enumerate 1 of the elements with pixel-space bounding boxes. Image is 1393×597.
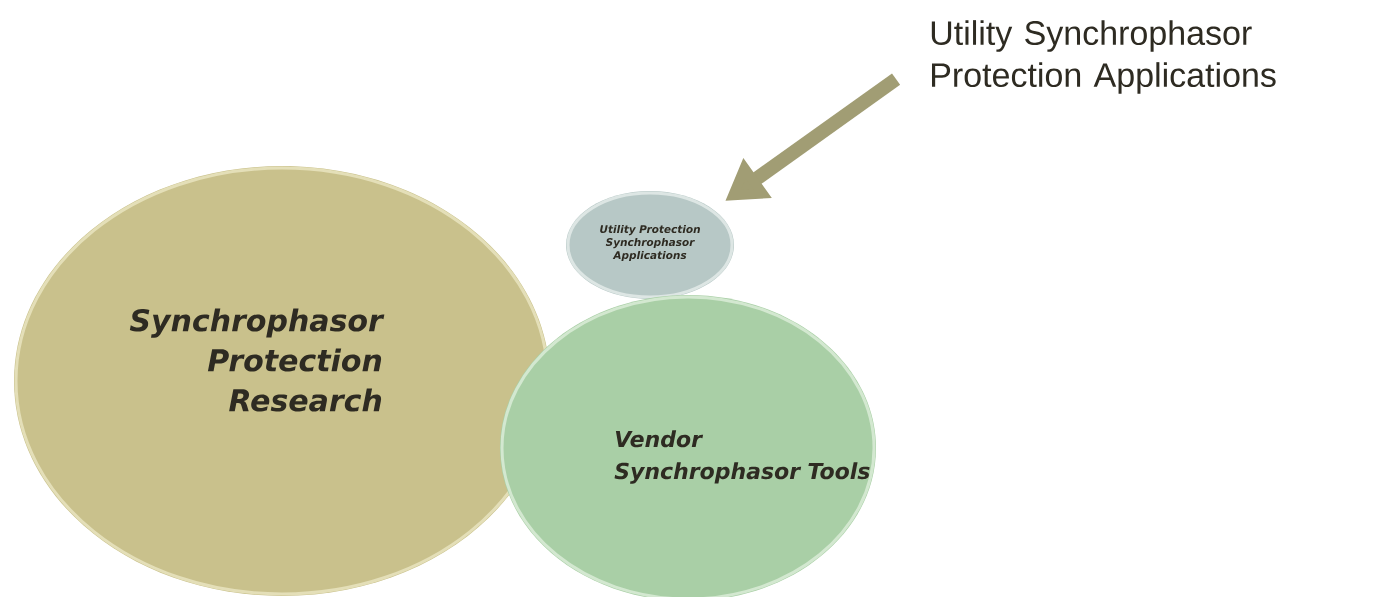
callout-text: Utility Synchrophasor Protection Applications bbox=[931, 20, 1276, 94]
